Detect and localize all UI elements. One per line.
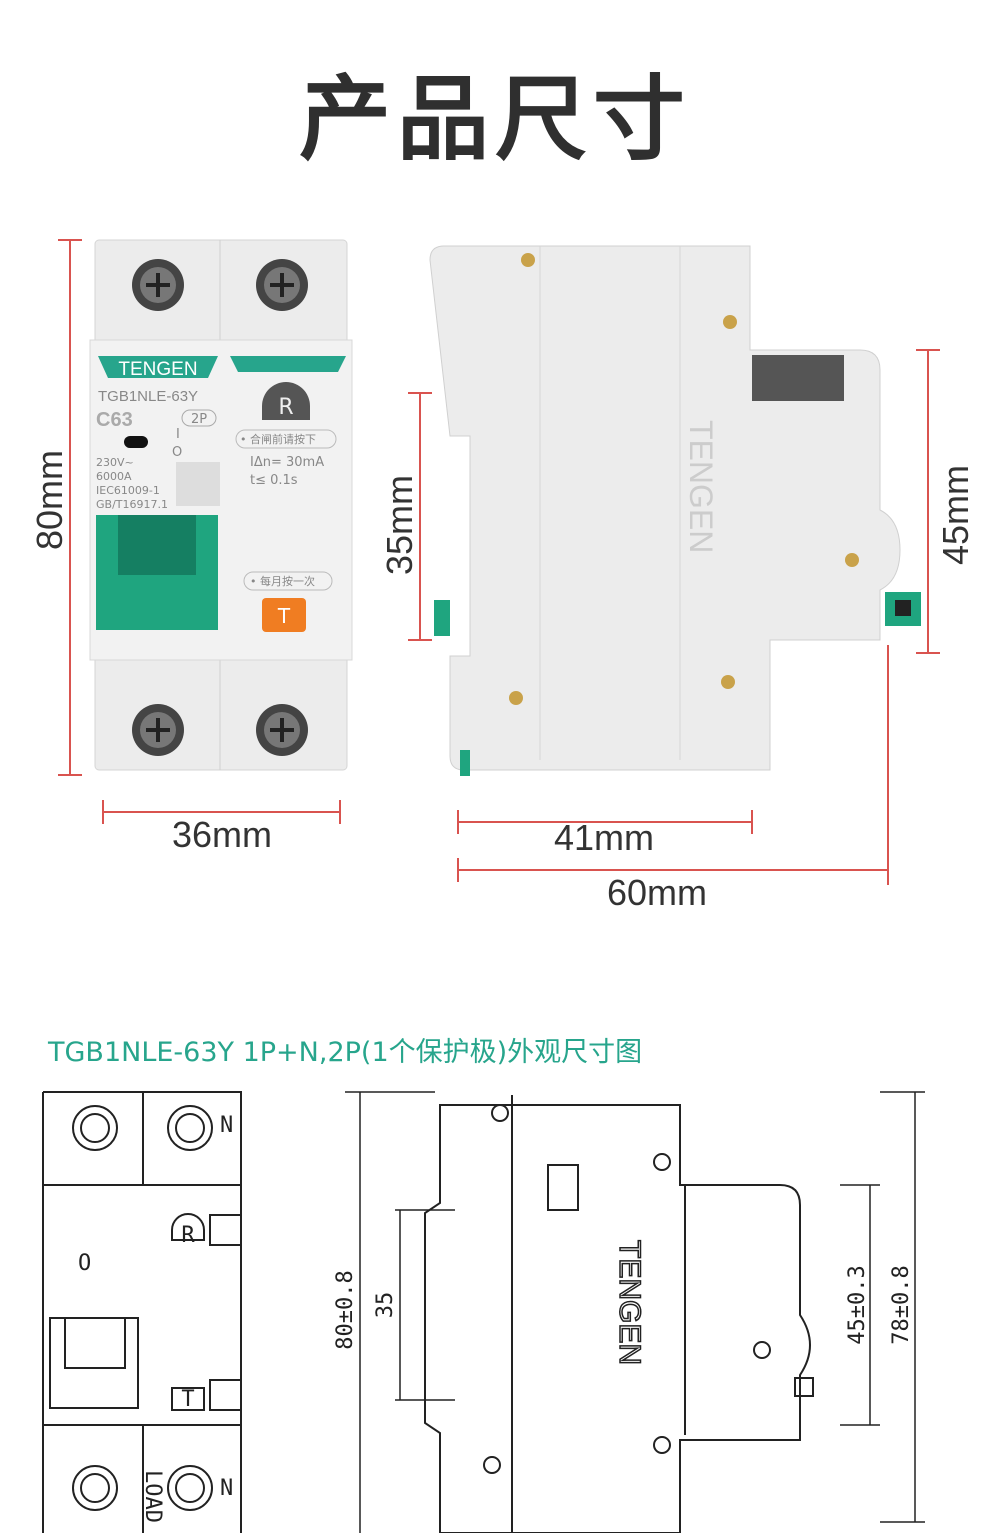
rating-label: C63 — [96, 409, 133, 431]
sensitivity-label: IΔn= 30mA — [250, 455, 324, 470]
r-mark: R — [181, 1223, 195, 1248]
reset-note: • 合闸前请按下 — [240, 432, 316, 446]
breaker-front: TENGEN TGB1NLE-63Y C63 2P I O 230V~ 6000… — [89, 239, 353, 771]
t-mark: T — [181, 1387, 194, 1412]
drawing-brand: TENGEN — [613, 1240, 646, 1365]
screw-icon — [132, 704, 184, 756]
height-dimension: 80mm — [29, 450, 70, 550]
width-dimension: 36mm — [172, 814, 272, 855]
drawing-side-height: 78±0.8 — [889, 1265, 914, 1344]
trip-time-label: t≤ 0.1s — [250, 473, 298, 488]
qr-code — [176, 462, 220, 506]
breaker-side: TENGEN — [429, 245, 921, 776]
voltage-label: 230V~ — [96, 456, 134, 469]
drawing-side — [424, 1095, 814, 1533]
std2-label: GB/T16917.1 — [96, 498, 168, 511]
n-mark: N — [220, 1476, 233, 1501]
on-mark: I — [176, 427, 180, 442]
photo-dimension-view: TENGEN TGB1NLE-63Y C63 2P I O 230V~ 6000… — [29, 239, 976, 913]
drawing-total-height: 80±0.8 — [333, 1270, 358, 1349]
drawing-front-height: 45±0.3 — [845, 1265, 870, 1344]
off-mark: O — [172, 445, 182, 460]
dimension-lines — [58, 239, 940, 885]
drawing-subtitle: TGB1NLE-63Y 1P+N,2P(1个保护极)外观尺寸图 — [48, 1037, 643, 1068]
reset-button[interactable] — [262, 382, 310, 420]
drawing-dimension-lines — [345, 1091, 925, 1533]
depth-front-dimension: 41mm — [554, 817, 654, 858]
breaking-label: 6000A — [96, 470, 132, 483]
std1-label: IEC61009-1 — [96, 484, 160, 497]
o-mark: O — [78, 1251, 91, 1276]
brand-band — [98, 356, 218, 378]
screw-icon — [132, 259, 184, 311]
rail-dimension: 35mm — [379, 475, 420, 575]
screw-icon — [256, 259, 308, 311]
front-height-dimension: 45mm — [935, 465, 976, 565]
n-mark: N — [220, 1113, 233, 1138]
model-label: TGB1NLE-63Y — [98, 388, 198, 405]
screw-icon — [256, 704, 308, 756]
side-brand: TENGEN — [683, 420, 719, 553]
brand-logo: TENGEN — [118, 359, 197, 380]
test-note: • 每月按一次 — [250, 574, 315, 588]
reset-label: R — [278, 395, 293, 420]
test-label: T — [277, 604, 291, 628]
load-mark: LOAD — [140, 1470, 165, 1523]
page-title: 产品尺寸 — [298, 66, 691, 173]
poles-label: 2P — [191, 412, 207, 427]
drawing-front — [42, 1091, 242, 1533]
depth-total-dimension: 60mm — [607, 872, 707, 913]
test-button[interactable] — [262, 598, 306, 632]
drawing-rail-dimension: 35 — [373, 1292, 398, 1319]
indicator-window — [124, 436, 148, 448]
